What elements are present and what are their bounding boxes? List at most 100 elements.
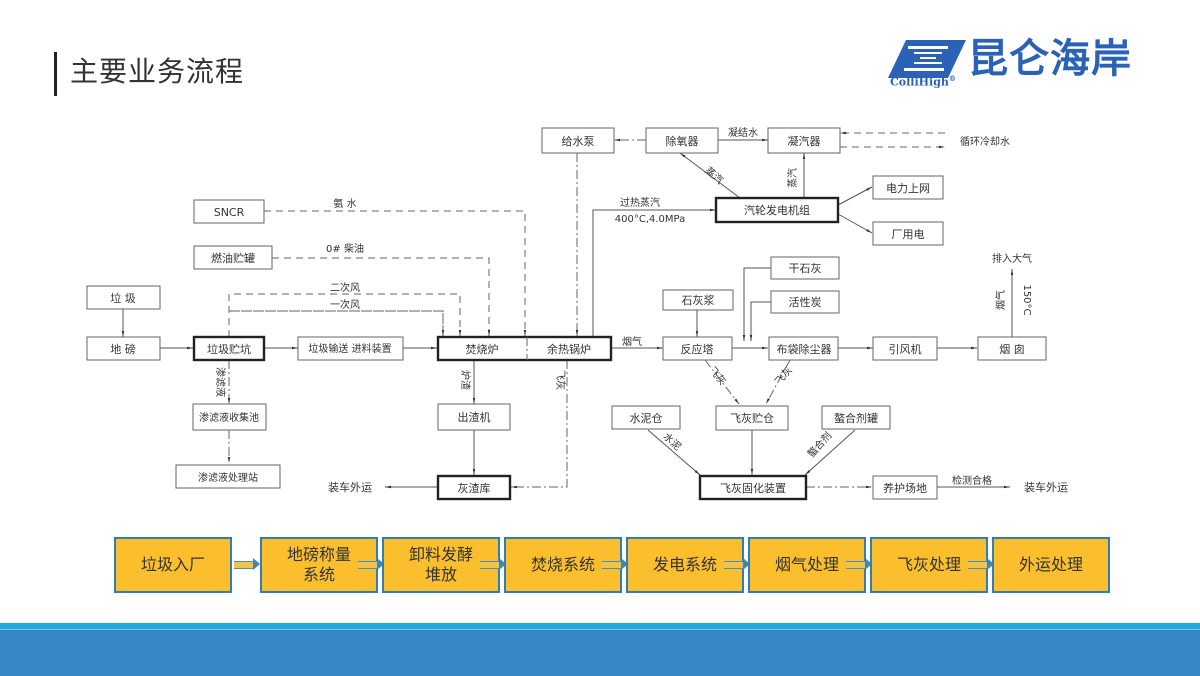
flow-arrow-icon <box>602 558 628 570</box>
label-ship-out-2: 装车外运 <box>1024 480 1068 494</box>
node-leachate-pool <box>192 403 267 431</box>
flow-arrow-icon <box>234 558 260 570</box>
colli-high-logo-icon <box>888 40 966 78</box>
node-incinerator-label: 焚烧炉 <box>466 343 499 356</box>
label-cement: 水泥 <box>661 430 685 453</box>
flow-arrow-icon <box>358 558 384 570</box>
label-to-atmosphere: 排入大气 <box>992 252 1032 265</box>
node-condenser <box>767 127 841 154</box>
flow-arrow-icon <box>846 558 872 570</box>
node-garbage-label: 垃 圾 <box>110 291 136 305</box>
node-induced-fan <box>872 336 938 361</box>
node-garbage-pit <box>192 335 266 362</box>
label-fly-ash-3: 飞灰 <box>772 364 795 388</box>
node-boiler-label: 余热锅炉 <box>547 342 591 356</box>
node-turbine-label: 汽轮发电机组 <box>744 203 810 217</box>
node-cement-silo <box>611 405 681 430</box>
footer-accent-stripe <box>0 623 1200 629</box>
node-ash-storage <box>436 474 512 501</box>
node-fly-ash-silo <box>715 405 789 431</box>
node-feeding-device-label: 垃圾输送 进料装置 <box>308 342 391 355</box>
label-steam-1: 蒸汽 <box>702 164 726 187</box>
node-activated-carbon-label: 活性炭 <box>789 295 822 309</box>
label-condensate: 凝结水 <box>728 126 758 139</box>
node-chimney <box>977 336 1047 361</box>
node-fuel-tank <box>193 245 273 270</box>
label-ship-out-1: 装车外运 <box>328 480 372 494</box>
node-cement-silo-label: 水泥仓 <box>630 411 663 425</box>
footer-band <box>0 629 1200 676</box>
node-curing-yard <box>872 475 938 500</box>
node-turbine <box>714 196 840 224</box>
node-solidification-label: 飞灰固化装置 <box>720 481 786 495</box>
process-diagram: 垃 圾 地 磅 垃圾贮坑 垃圾输送 进料装置 渗滤液收集池 渗滤液处理站 SNC… <box>86 126 1068 501</box>
node-weighbridge-label: 地 磅 <box>110 342 136 356</box>
label-secondary-air: 二次风 <box>330 281 360 294</box>
flow-step-8: 外运处理 <box>992 537 1110 593</box>
node-curing-yard-label: 养护场地 <box>883 481 927 495</box>
label-test-passed: 检测合格 <box>952 474 992 487</box>
node-condenser-label: 凝汽器 <box>788 134 821 148</box>
node-feed-pump-label: 给水泵 <box>562 135 595 148</box>
node-leachate-station <box>175 464 281 489</box>
label-fly-ash-1: 飞灰 <box>554 370 567 390</box>
node-solidification <box>698 474 808 501</box>
node-bag-filter-label: 布袋除尘器 <box>777 342 832 356</box>
node-grid-power-label: 电力上网 <box>886 182 930 195</box>
node-fuel-tank-label: 燃油贮罐 <box>211 251 255 265</box>
node-incinerator-boiler <box>436 335 613 362</box>
label-flue-gas: 烟气 <box>622 335 642 348</box>
node-reaction-tower <box>662 336 733 361</box>
label-cooling-water: 循环冷却水 <box>960 135 1010 148</box>
label-leachate: 渗滤液 <box>214 367 227 397</box>
node-grid-power <box>872 175 944 200</box>
node-slag-extractor <box>437 403 511 431</box>
flow-arrow-icon <box>968 558 994 570</box>
label-fly-ash-2: 飞灰 <box>706 364 729 388</box>
node-weighbridge <box>86 336 161 361</box>
label-superheated-steam: 过热蒸汽 <box>620 196 660 209</box>
node-slag-extractor-label: 出渣机 <box>458 410 491 424</box>
node-garbage <box>86 285 161 310</box>
node-lime-slurry <box>662 289 734 311</box>
node-bag-filter <box>768 336 839 361</box>
flow-arrow-icon <box>480 558 506 570</box>
label-primary-air: 一次风 <box>330 298 360 311</box>
diagram-nodes: 垃 圾 地 磅 垃圾贮坑 垃圾输送 进料装置 渗滤液收集池 渗滤液处理站 SNC… <box>86 127 1047 501</box>
node-chelating-tank <box>821 405 891 430</box>
node-feeding-device <box>297 336 404 361</box>
title-accent-bar <box>54 52 57 96</box>
node-dry-lime <box>770 256 840 280</box>
label-flue-gas-2: 烟气 <box>994 290 1007 310</box>
node-sncr <box>193 199 265 224</box>
node-reaction-tower-label: 反应塔 <box>681 342 714 356</box>
node-feed-pump <box>541 127 615 154</box>
label-temperature: 150°C <box>1021 284 1032 315</box>
node-chimney-label: 烟 囱 <box>999 342 1025 356</box>
node-leachate-pool-label: 渗滤液收集池 <box>199 411 259 424</box>
node-leachate-station-label: 渗滤液处理站 <box>198 471 258 484</box>
node-plant-power <box>872 221 944 246</box>
node-chelating-tank-label: 螯合剂罐 <box>834 411 878 425</box>
node-garbage-pit-label: 垃圾贮坑 <box>207 342 251 356</box>
flow-step-3: 卸料发酵堆放 <box>382 537 500 593</box>
registered-mark: ® <box>948 74 956 83</box>
node-fly-ash-silo-label: 飞灰贮仓 <box>730 411 774 425</box>
flow-step-6: 烟气处理 <box>748 537 866 593</box>
flow-arrow-icon <box>724 558 750 570</box>
node-sncr-label: SNCR <box>214 206 245 219</box>
label-ammonia: 氨 水 <box>333 197 356 210</box>
connector-lines <box>121 131 1014 489</box>
node-ash-storage-label: 灰渣库 <box>458 481 491 495</box>
label-diesel: 0# 柴油 <box>326 242 364 255</box>
label-steam-2: 蒸汽 <box>786 168 799 188</box>
node-dry-lime-label: 干石灰 <box>789 261 822 275</box>
node-plant-power-label: 厂用电 <box>892 228 925 241</box>
label-steam-params: 400°C,4.0MPa <box>615 214 686 225</box>
page-title: 主要业务流程 <box>70 55 245 88</box>
company-logo: 昆仑海岸 ColliHigh® <box>888 32 1148 92</box>
node-deaerator-label: 除氧器 <box>666 134 699 148</box>
node-induced-fan-label: 引风机 <box>889 342 922 356</box>
logo-subtext: ColliHigh® <box>890 74 956 89</box>
node-lime-slurry-label: 石灰浆 <box>682 293 715 307</box>
